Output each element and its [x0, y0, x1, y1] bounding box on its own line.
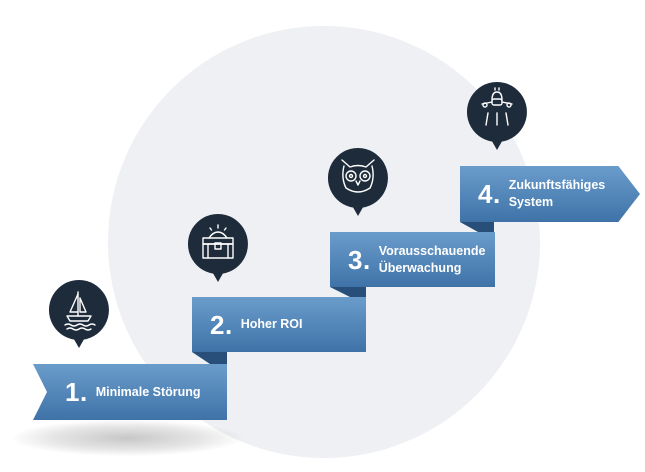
step-3-number: 3.: [348, 244, 371, 275]
step-4-number: 4.: [478, 179, 501, 209]
step-2-number: 2.: [210, 309, 233, 340]
floor-shadow: [12, 420, 242, 456]
airplane-icon: [481, 87, 513, 126]
pin-step-3: [326, 146, 390, 226]
pin-step-4: [465, 80, 529, 160]
connector-1-2: [192, 352, 227, 364]
step-2-label: Hoher ROI: [240, 317, 303, 332]
step-1-label: Minimale Störung: [95, 384, 201, 399]
step-3: 3. Vorausschauende Überwachung: [330, 232, 495, 287]
pin-step-1: [47, 278, 111, 358]
step-3-label: Vorausschauende Überwachung: [378, 243, 486, 275]
owl-icon: [341, 159, 375, 193]
sailboat-icon: [64, 291, 96, 331]
step-1: 1. Minimale Störung: [33, 364, 227, 420]
connector-3-4: [460, 222, 494, 232]
treasure-chest-icon: [202, 224, 234, 259]
connector-2-3: [330, 287, 366, 297]
step-4-label: Zukunftsfähiges System: [508, 178, 606, 209]
step-4: 4. Zukunftsfähiges System: [460, 166, 640, 222]
pin-step-2: [186, 212, 250, 292]
step-2: 2. Hoher ROI: [192, 297, 366, 352]
step-1-number: 1.: [65, 377, 88, 407]
